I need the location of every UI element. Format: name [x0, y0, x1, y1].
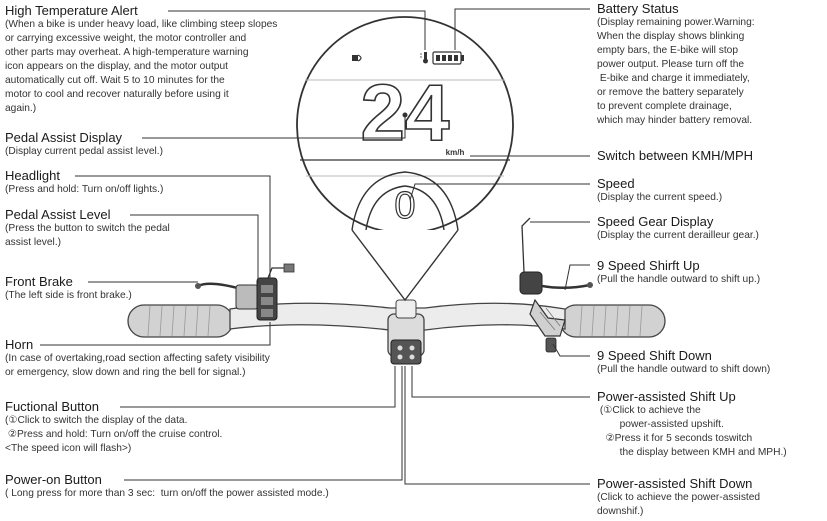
right-shifter-unit — [519, 217, 593, 353]
shift-up-title: 9 Speed Shirft Up — [597, 258, 700, 273]
right-grip — [559, 304, 666, 338]
speed-desc: (Display the current speed.) — [597, 192, 723, 203]
front-brake-desc: (The left side is front brake.) — [5, 290, 132, 301]
high-temp-title: High Temperature Alert — [5, 3, 138, 18]
shift-down-annotation: 9 Speed Shift Down (Pull the handle outw… — [597, 348, 770, 377]
battery-icon — [432, 51, 464, 65]
shift-up-annotation: 9 Speed Shirft Up (Pull the handle outwa… — [597, 258, 760, 287]
pedal-display-title: Pedal Assist Display — [5, 130, 123, 145]
headlight-annotation: Headlight (Press and hold: Turn on/off l… — [5, 168, 163, 197]
left-control-unit — [235, 263, 295, 321]
shift-up-desc: (Pull the handle outward to shift up.) — [597, 274, 761, 285]
headlight-title: Headlight — [5, 168, 60, 183]
high-temp-desc: (When a bike is under heavy load, like c… — [5, 19, 278, 114]
pedal-level-title: Pedal Assist Level — [5, 207, 111, 222]
display-unit — [296, 16, 514, 302]
pa-shift-down-title: Power-assisted Shift Down — [597, 476, 753, 491]
switch-unit-annotation: Switch between KMH/MPH — [597, 148, 753, 163]
horn-annotation: Horn (In case of overtaking,road section… — [5, 337, 270, 380]
functional-title: Fuctional Button — [5, 399, 99, 414]
gear-display-title: Speed Gear Display — [597, 214, 714, 229]
power-on-annotation: Power-on Button ( Long press for more th… — [5, 472, 329, 501]
pa-shift-up-title: Power-assisted Shift Up — [597, 389, 736, 404]
pa-shift-up-annotation: Power-assisted Shift Up (①Click to achie… — [597, 389, 787, 460]
switch-unit-title: Switch between KMH/MPH — [597, 148, 754, 163]
unit-indicator: km/h — [446, 148, 465, 157]
speed-annotation: Speed (Display the current speed.) — [597, 176, 722, 205]
speed-gear-digit: 0 — [394, 185, 415, 227]
pa-shift-down-desc: (Click to achieve the power-assisted dow… — [597, 492, 761, 517]
shift-down-title: 9 Speed Shift Down — [597, 348, 712, 363]
battery-desc: (Display remaining power.Warning: When t… — [597, 17, 755, 126]
headlight-icon — [352, 54, 362, 62]
pedal-display-annotation: Pedal Assist Display (Display current pe… — [5, 130, 163, 159]
battery-annotation: Battery Status (Display remaining power.… — [597, 1, 755, 128]
pa-shift-up-desc: (①Click to achieve the power-assisted up… — [599, 405, 787, 458]
front-brake-title: Front Brake — [5, 274, 73, 289]
left-grip — [127, 304, 234, 338]
speed-title: Speed — [597, 176, 635, 191]
speed-digits: 24 — [361, 68, 450, 157]
front-brake-annotation: Front Brake (The left side is front brak… — [5, 274, 132, 303]
high-temp-annotation: High Temperature Alert (When a bike is u… — [5, 3, 277, 116]
shift-down-desc: (Pull the handle outward to shift down) — [597, 364, 771, 375]
pedal-display-desc: (Display current pedal assist level.) — [5, 146, 163, 157]
functional-annotation: Fuctional Button (①Click to switch the d… — [5, 399, 222, 456]
functional-desc: (①Click to switch the display of the dat… — [5, 415, 223, 454]
temperature-warning-icon — [420, 52, 428, 64]
gear-display-desc: (Display the current derailleur gear.) — [597, 230, 759, 241]
horn-desc: (In case of overtaking,road section affe… — [5, 353, 270, 378]
battery-title: Battery Status — [597, 1, 679, 16]
pedal-level-annotation: Pedal Assist Level (Press the button to … — [5, 207, 170, 250]
horn-title: Horn — [5, 337, 34, 352]
headlight-desc: (Press and hold: Turn on/off lights.) — [5, 184, 164, 195]
center-control-pad — [390, 339, 422, 365]
pa-shift-down-annotation: Power-assisted Shift Down (Click to achi… — [597, 476, 760, 519]
power-on-desc: ( Long press for more than 3 sec: turn o… — [5, 488, 329, 499]
gear-display-annotation: Speed Gear Display (Display the current … — [597, 214, 759, 243]
pedal-level-desc: (Press the button to switch the pedal as… — [5, 223, 170, 248]
power-on-title: Power-on Button — [5, 472, 102, 487]
